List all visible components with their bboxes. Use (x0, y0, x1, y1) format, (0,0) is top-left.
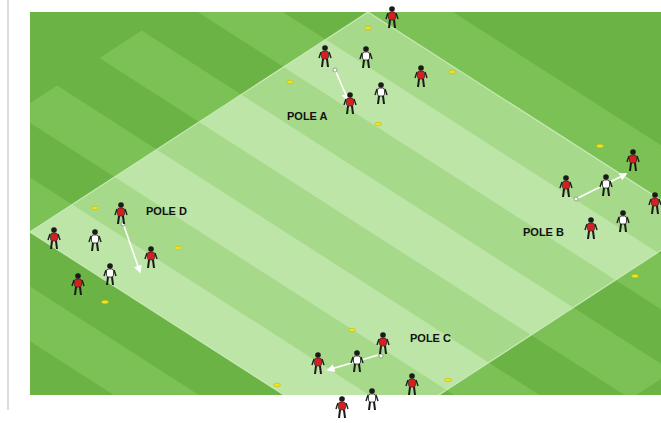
pass-arrows (124, 72, 626, 370)
players (48, 6, 661, 418)
grass-stripe (99, 31, 661, 395)
field (30, 12, 661, 395)
pole-label: POLE B (523, 226, 564, 239)
pole-label: POLE A (287, 110, 328, 123)
pole-label: POLE D (146, 205, 187, 218)
frame-line (8, 0, 9, 410)
grass-stripe (284, 40, 658, 281)
cones (92, 26, 639, 387)
balls (121, 68, 578, 358)
pole-label: POLE C (410, 332, 451, 345)
